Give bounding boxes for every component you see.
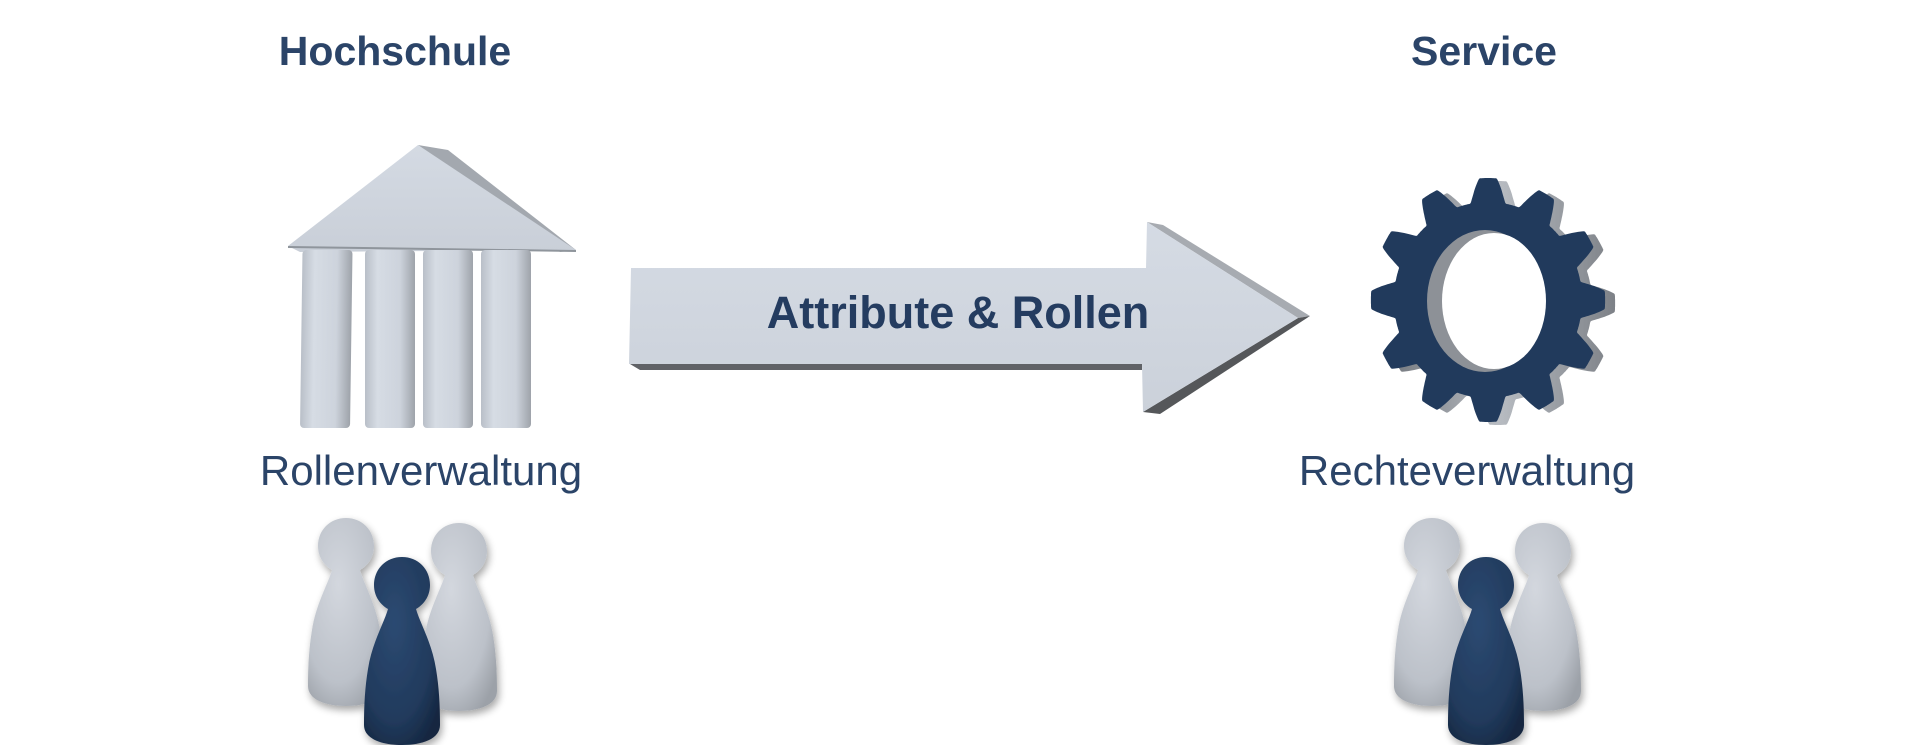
arrow-head-bottom-bevel bbox=[1143, 316, 1310, 414]
column-2 bbox=[365, 250, 415, 428]
gear-icon bbox=[1370, 178, 1616, 425]
column-4 bbox=[481, 250, 531, 428]
pawn-gray-back-right bbox=[421, 523, 497, 711]
user-group-pawns-icon-right bbox=[1394, 518, 1581, 745]
right-title: Service bbox=[1411, 28, 1557, 74]
left-label: Rollenverwaltung bbox=[259, 447, 583, 494]
user-group-pawns-icon-left bbox=[308, 518, 497, 745]
pawn-blue-front bbox=[1448, 557, 1524, 745]
pawn-gray-back-left bbox=[1394, 518, 1470, 706]
arrow-face bbox=[629, 222, 1298, 412]
gear-hole bbox=[1442, 233, 1546, 369]
left-title: Hochschule bbox=[278, 28, 512, 74]
pawn-gray-back-left bbox=[308, 518, 384, 706]
right-label: Rechteverwaltung bbox=[1298, 447, 1636, 494]
pawn-blue-front bbox=[364, 557, 440, 745]
column-1 bbox=[300, 250, 353, 428]
pediment bbox=[288, 145, 576, 252]
arrow-label: Attribute & Rollen bbox=[766, 287, 1150, 338]
column-3 bbox=[423, 250, 473, 428]
columns bbox=[300, 250, 531, 428]
right-arrow-icon bbox=[629, 222, 1310, 414]
pawn-gray-back-right bbox=[1505, 523, 1581, 711]
university-building-icon bbox=[287, 145, 577, 428]
arrow-head-top-bevel bbox=[1147, 222, 1310, 318]
arrow-shaft-shadow bbox=[630, 364, 1142, 370]
